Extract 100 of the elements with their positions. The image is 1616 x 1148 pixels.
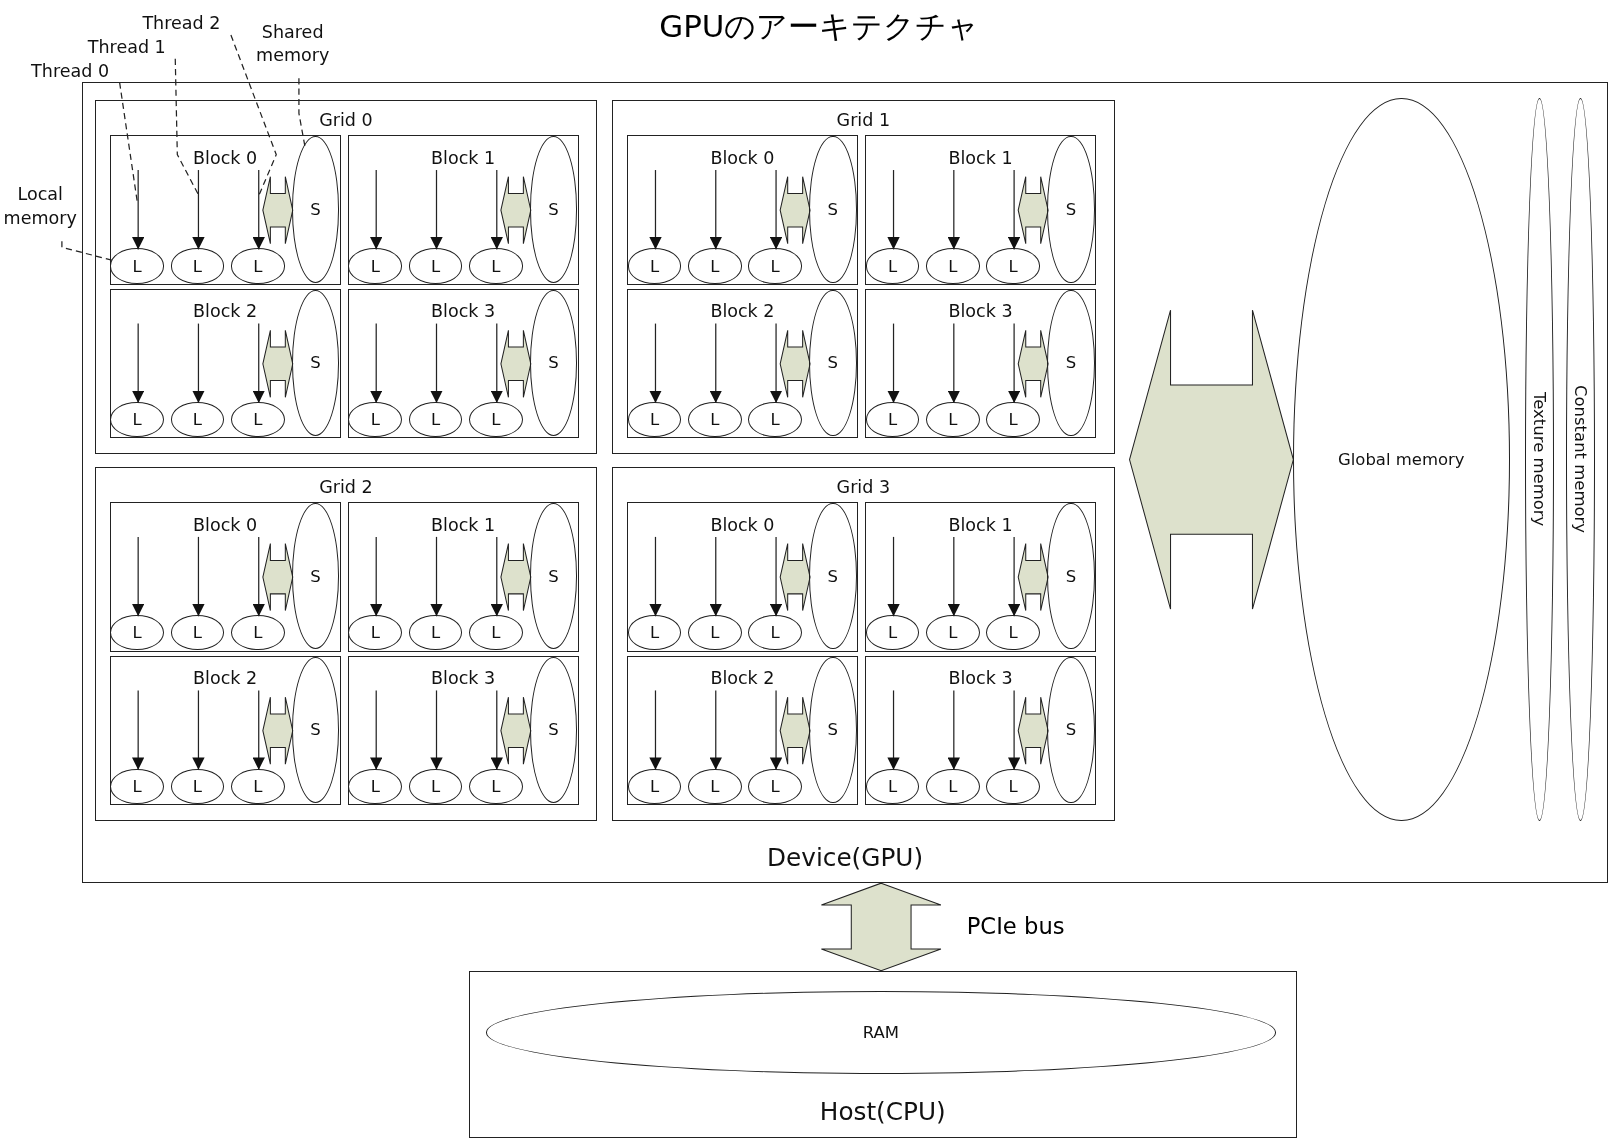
arrow xyxy=(947,322,960,404)
block-box xyxy=(109,502,341,652)
memory-ellipse: L xyxy=(865,615,920,651)
grid-box xyxy=(611,99,1115,455)
grid-box xyxy=(94,466,598,822)
memory-ellipse: L xyxy=(469,248,523,284)
arrow xyxy=(887,536,900,617)
box-title: Block 0 xyxy=(710,147,775,168)
box-title: Grid 2 xyxy=(319,476,373,497)
memory-ellipse: L xyxy=(865,402,920,438)
block-box xyxy=(347,655,579,806)
arrow xyxy=(709,536,722,617)
grid-box xyxy=(611,466,1115,822)
arrow xyxy=(1007,536,1021,617)
annotation-text: Shared memory xyxy=(251,20,334,79)
device-box xyxy=(82,82,1608,884)
arrow xyxy=(769,689,783,771)
arrow xyxy=(1007,689,1021,771)
memory-ellipse: L xyxy=(627,402,682,438)
annotation-text: Thread 0 xyxy=(20,59,120,83)
memory-ellipse: S xyxy=(529,289,578,437)
memory-ellipse: S xyxy=(291,503,340,650)
memory-ellipse: S xyxy=(291,289,340,437)
memory-ellipse: L xyxy=(986,248,1040,284)
block-arrow xyxy=(779,329,811,398)
box-title: Block 0 xyxy=(710,514,775,535)
memory-ellipse: L xyxy=(627,768,682,804)
box-title: Block 1 xyxy=(431,147,496,168)
memory-ellipse: L xyxy=(170,248,225,284)
arrow xyxy=(370,689,383,771)
arrow xyxy=(192,169,205,250)
box-title: Grid 3 xyxy=(836,476,891,497)
arrow xyxy=(490,169,503,250)
box-title: Device(GPU) xyxy=(767,842,924,872)
block-box xyxy=(627,502,858,652)
arrow xyxy=(769,536,783,617)
block-box xyxy=(865,135,1096,285)
memory-ellipse: L xyxy=(408,248,463,284)
memory-ellipse: L xyxy=(926,248,980,284)
arrow xyxy=(769,169,783,250)
arrow xyxy=(947,689,960,771)
block-arrow xyxy=(262,543,294,612)
arrow xyxy=(370,322,383,404)
leader-line xyxy=(174,58,200,197)
memory-ellipse: L xyxy=(627,615,682,651)
block-arrow xyxy=(262,176,294,245)
memory-ellipse: S xyxy=(529,503,578,650)
arrow xyxy=(887,169,900,250)
arrow xyxy=(947,169,960,250)
block-box xyxy=(109,655,341,806)
box-title: Block 2 xyxy=(193,668,258,689)
annotation-text: Thread 2 xyxy=(131,12,231,36)
arrow xyxy=(192,689,205,771)
box-title: Block 2 xyxy=(710,668,775,689)
arrow xyxy=(132,322,145,404)
leader-line xyxy=(230,34,277,197)
memory-ellipse: L xyxy=(408,768,463,804)
memory-ellipse: L xyxy=(170,402,225,438)
diagram-title: GPUのアーキテクチャ xyxy=(659,7,980,47)
memory-ellipse: L xyxy=(408,615,463,651)
arrow xyxy=(947,536,960,617)
block-arrow xyxy=(1017,329,1049,398)
memory-ellipse: L xyxy=(688,248,742,284)
block-arrow xyxy=(262,329,294,398)
memory-ellipse: S xyxy=(291,656,340,803)
block-arrow xyxy=(500,543,532,612)
memory-ellipse: S xyxy=(529,136,578,283)
arrow xyxy=(430,689,443,771)
memory-ellipse: L xyxy=(170,615,225,651)
block-box xyxy=(865,289,1096,439)
block-box xyxy=(347,502,579,652)
arrow xyxy=(709,169,722,250)
box-title: Block 2 xyxy=(193,301,258,322)
arrow xyxy=(192,322,205,404)
box-title: Block 3 xyxy=(431,301,496,322)
block-box xyxy=(109,135,341,285)
box-title: Block 3 xyxy=(431,668,496,689)
memory-ellipse: S xyxy=(809,136,857,283)
box-title: Block 1 xyxy=(431,514,496,535)
arrow xyxy=(649,169,662,250)
memory-ellipse: L xyxy=(110,248,164,284)
block-arrow xyxy=(1017,543,1049,612)
annotation-text: Thread 1 xyxy=(78,36,176,59)
memory-ellipse: S xyxy=(291,136,340,283)
box-title: Block 2 xyxy=(710,301,775,322)
arrow xyxy=(709,689,722,771)
arrow xyxy=(887,689,900,771)
arrow xyxy=(887,322,900,404)
box-title: Block 0 xyxy=(193,147,258,168)
arrow xyxy=(769,322,783,404)
arrow xyxy=(649,536,662,617)
host-box xyxy=(468,970,1297,1138)
annotation-text: Local memory xyxy=(0,183,81,242)
block-box xyxy=(865,502,1096,652)
block-box xyxy=(347,289,579,439)
block-box xyxy=(627,135,858,285)
block-arrow xyxy=(500,696,532,765)
arrow xyxy=(1007,169,1021,250)
arrow xyxy=(132,169,145,250)
block-arrow xyxy=(779,543,811,612)
